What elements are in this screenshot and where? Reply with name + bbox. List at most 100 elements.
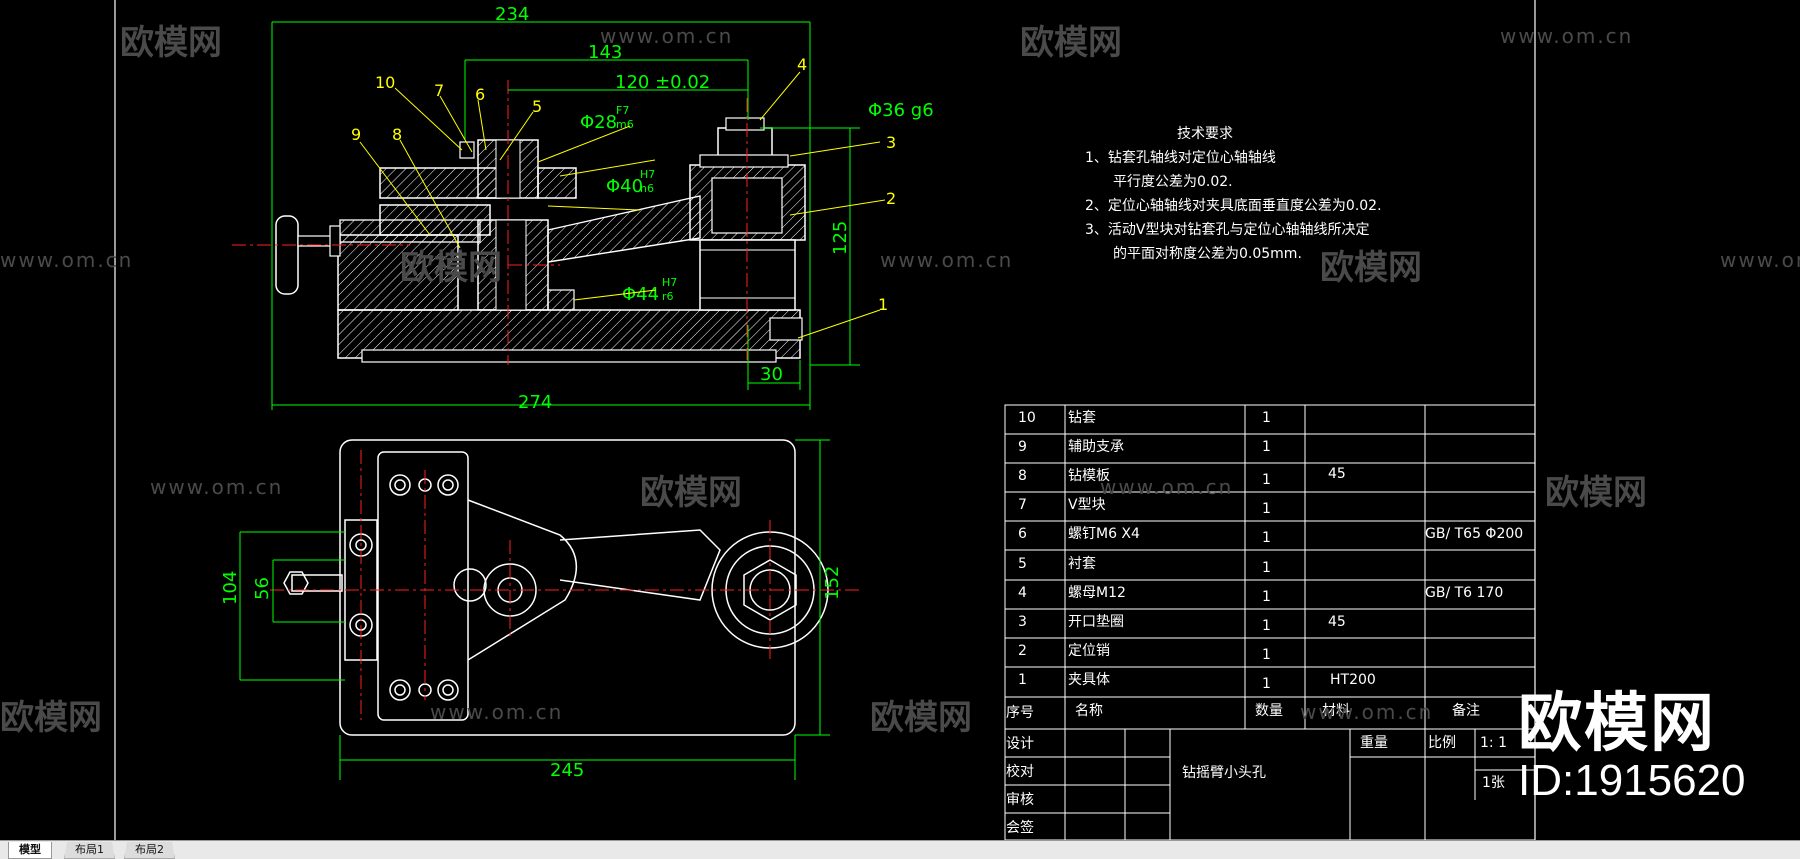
watermark-url: www.om.cn — [1300, 700, 1434, 724]
watermark-url: www.om.cn — [1100, 475, 1234, 499]
bom-qty: 1 — [1262, 501, 1271, 517]
bom-name: 螺母M12 — [1068, 585, 1126, 601]
watermark-brand: 欧模网 — [400, 248, 502, 288]
balloon-3: 3 — [886, 133, 896, 152]
bom-qty: 1 — [1262, 410, 1271, 426]
bom-name: 钻模板 — [1068, 468, 1110, 484]
watermark-url: www.om.cn — [430, 700, 564, 724]
bom-name: 辅助支承 — [1068, 439, 1124, 455]
bom-no: 1 — [1018, 672, 1027, 688]
dim-104: 104 — [220, 571, 241, 605]
top-view-dimensions — [239, 439, 830, 780]
tb-weight: 重量 — [1360, 735, 1388, 751]
dim-phi28-tol-top: F7 — [616, 104, 629, 117]
dim-phi44: Φ44 — [622, 284, 659, 305]
tb-check: 校对 — [1006, 763, 1034, 780]
bom-name: 夹具体 — [1068, 672, 1110, 688]
bom-qty: 1 — [1262, 589, 1271, 605]
bom-qty: 1 — [1262, 472, 1271, 488]
brand-logo-text: 欧模网 — [1518, 687, 1716, 761]
bom-note: GB/ T6 170 — [1425, 585, 1503, 601]
bom-header-note: 备注 — [1452, 702, 1480, 719]
tb-design: 设计 — [1006, 736, 1034, 752]
tb-sheets: 1张 — [1482, 775, 1505, 791]
balloon-8: 8 — [392, 125, 402, 144]
bom-header-qty: 数量 — [1255, 703, 1283, 719]
bom-no: 5 — [1018, 556, 1027, 572]
bom-no: 2 — [1018, 643, 1027, 659]
bom-qty: 1 — [1262, 439, 1271, 455]
bom-no: 4 — [1018, 585, 1027, 601]
dim-56: 56 — [252, 577, 273, 600]
dim-143: 143 — [588, 42, 622, 63]
bom-header-no: 序号 — [1006, 705, 1034, 721]
balloon-4: 4 — [797, 55, 807, 74]
bom-mat: HT200 — [1330, 672, 1376, 688]
bom-qty: 1 — [1262, 530, 1271, 546]
bom-header-mat: 材料 — [1322, 703, 1350, 719]
dim-152: 152 — [822, 566, 843, 600]
balloon-2: 2 — [886, 189, 896, 208]
bom-mat: 45 — [1328, 466, 1346, 482]
tech-line: 1、钻套孔轴线对定位心轴轴线 — [1085, 150, 1276, 166]
top-view-centerlines — [270, 450, 860, 720]
bom-qty: 1 — [1262, 676, 1271, 692]
tab-layout1[interactable]: 布局1 — [64, 842, 115, 859]
dim-120: 120 ±0.02 — [615, 72, 710, 93]
front-view-dim-text: 234 143 120 ±0.02 274 30 125 Φ36 g6 Φ28 … — [495, 4, 934, 413]
technical-requirements: 技术要求 1、钻套孔轴线对定位心轴轴线 平行度公差为0.02. 2、定位心轴轴线… — [1085, 122, 1382, 266]
balloon-9: 9 — [351, 125, 361, 144]
balloon-1: 1 — [878, 295, 888, 314]
part-leaders — [359, 71, 886, 339]
tech-line: 3、活动V型块对钻套孔与定位心轴轴线所决定 — [1085, 222, 1370, 238]
bom-qty: 1 — [1262, 647, 1271, 663]
bom-table — [1004, 404, 1536, 730]
dim-phi28: Φ28 — [580, 112, 617, 133]
dim-phi44-tol-top: H7 — [662, 276, 677, 289]
tab-model[interactable]: 模型 — [8, 842, 52, 859]
watermark-url: www.om.cn — [880, 248, 1014, 272]
tb-review: 审核 — [1006, 792, 1034, 808]
tb-scale-value: 1: 1 — [1480, 735, 1507, 751]
balloon-5: 5 — [532, 97, 542, 116]
dim-phi40: Φ40 — [606, 176, 643, 197]
tech-line: 平行度公差为0.02. — [1113, 174, 1233, 190]
bom-name: 衬套 — [1068, 556, 1096, 572]
bom-no: 9 — [1018, 439, 1027, 455]
model-id: ID:1915620 — [1518, 756, 1746, 805]
bom-name: 钻套 — [1068, 410, 1096, 426]
drawing-title: 钻摇臂小头孔 — [1182, 765, 1266, 781]
dim-phi44-tol-bot: r6 — [662, 290, 674, 303]
watermark-brand: 欧模网 — [870, 698, 972, 738]
dim-274: 274 — [518, 392, 552, 413]
bom-no: 3 — [1018, 614, 1027, 630]
watermark-url: www.om.cn — [0, 248, 134, 272]
bom-no: 7 — [1018, 497, 1027, 513]
watermark-brand: 欧模网 — [1320, 248, 1422, 288]
title-block — [1004, 728, 1536, 840]
watermark-url: www.om.cn — [600, 24, 734, 48]
bom-name: 开口垫圈 — [1068, 614, 1124, 630]
front-section-view[interactable] — [232, 80, 806, 365]
title-block-text: 设计 校对 审核 会签 钻摇臂小头孔 重量 比例 1: 1 1张 — [1006, 735, 1507, 836]
cad-drawing-canvas[interactable]: 234 143 120 ±0.02 274 30 125 Φ36 g6 Φ28 … — [0, 0, 1800, 840]
top-view-dim-text: 245 152 104 56 — [220, 566, 843, 781]
balloon-7: 7 — [434, 81, 444, 100]
watermark-brand: 欧模网 — [120, 23, 222, 63]
top-plan-view[interactable] — [283, 439, 829, 736]
bom-no: 6 — [1018, 526, 1027, 542]
bom-note: GB/ T65 Φ200 — [1425, 526, 1523, 542]
tech-line: 2、定位心轴轴线对夹具底面垂直度公差为0.02. — [1085, 198, 1382, 214]
bom-qty: 1 — [1262, 560, 1271, 576]
tech-line: 的平面对称度公差为0.05mm. — [1113, 246, 1302, 262]
watermark-url: www.om.cn — [1500, 24, 1634, 48]
dim-phi40-tol-bot: n6 — [640, 182, 654, 195]
tab-layout2[interactable]: 布局2 — [124, 842, 175, 859]
watermark-brand: 欧模网 — [1545, 473, 1647, 513]
bom-mat: 45 — [1328, 614, 1346, 630]
bom-rows: 10 钻套 1 9 辅助支承 1 8 钻模板 1 45 7 V型块 1 6 螺钉… — [1006, 410, 1523, 721]
tech-title: 技术要求 — [1177, 126, 1233, 142]
bom-qty: 1 — [1262, 618, 1271, 634]
tb-approve: 会签 — [1006, 819, 1034, 836]
dim-245: 245 — [550, 760, 584, 781]
